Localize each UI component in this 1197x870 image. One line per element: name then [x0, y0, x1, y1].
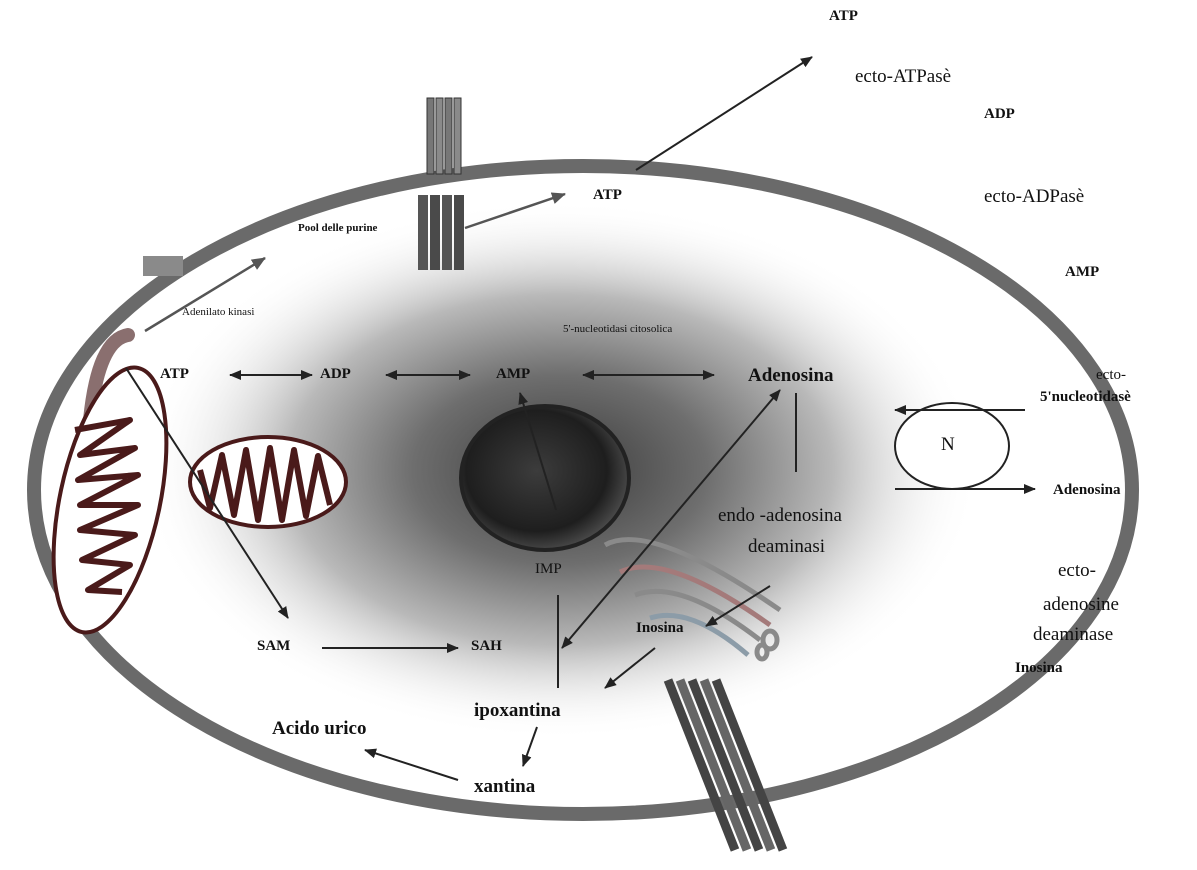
label-amp-outside: AMP [1065, 264, 1099, 281]
label-ecto-5nt-line1: ecto- [1096, 367, 1126, 384]
label-adp: ADP [320, 366, 351, 383]
mitochondrion-middle [190, 437, 346, 527]
label-inosina-outside: Inosina [1015, 660, 1063, 677]
label-transporter-n: N [941, 434, 955, 456]
label-ecto-atpase: ecto-ATPasè [855, 66, 951, 88]
label-sam: SAM [257, 638, 290, 655]
label-ecto-ada-line1: ecto- [1058, 560, 1096, 582]
label-adenosina-outside: Adenosina [1053, 482, 1121, 499]
nucleus [461, 406, 629, 550]
label-adenilato-kinasi: Adenilato kinasi [182, 306, 254, 318]
label-amp: AMP [496, 366, 530, 383]
label-5-nucleotidasi-citosolica: 5'-nucleotidasi citosolica [563, 323, 672, 335]
membrane-tab [143, 256, 183, 276]
arrow-atp-release [636, 57, 812, 170]
label-ecto-ada-line2: adenosine [1043, 594, 1119, 616]
label-atp: ATP [160, 366, 189, 383]
membrane-channel-top [427, 98, 461, 174]
label-ecto-5nt-line2: 5'nucleotidasè [1040, 389, 1131, 406]
label-endo-ada-line2: deaminasi [748, 536, 825, 558]
label-atp-released: ATP [593, 187, 622, 204]
label-acido-urico: Acido urico [272, 718, 366, 740]
label-inosina: Inosina [636, 620, 684, 637]
label-sah: SAH [471, 638, 502, 655]
label-ecto-adpase: ecto-ADPasè [984, 186, 1084, 208]
label-imp: IMP [535, 561, 562, 578]
label-adp-outside: ADP [984, 106, 1015, 123]
label-ipoxantina: ipoxantina [474, 700, 561, 722]
label-purine-pool: Pool delle purine [298, 222, 377, 234]
label-adenosina: Adenosina [748, 365, 834, 387]
label-xantina: xantina [474, 776, 535, 798]
label-endo-ada-line1: endo -adenosina [718, 505, 842, 527]
label-ecto-ada-line3: deaminase [1033, 624, 1113, 646]
label-atp-outside: ATP [829, 8, 858, 25]
